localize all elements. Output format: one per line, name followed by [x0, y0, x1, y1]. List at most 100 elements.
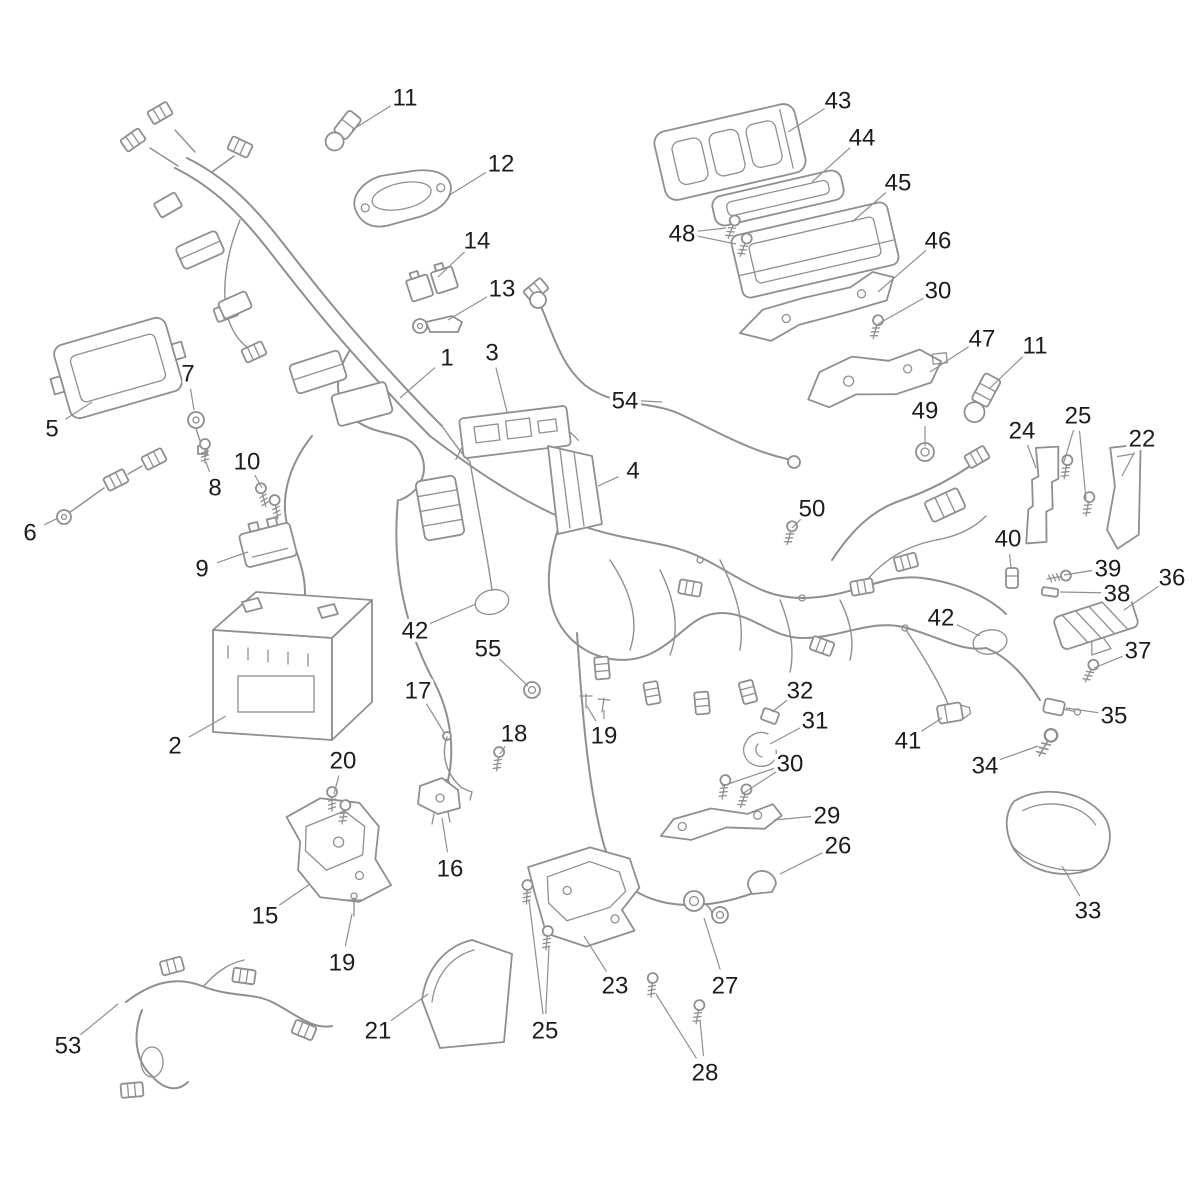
- callout-38: 38: [1059, 577, 1134, 611]
- main-wiring-harness-drawing: [119, 100, 1041, 907]
- part-number-label: 42: [928, 604, 955, 631]
- connector-icon: [849, 577, 875, 597]
- leader-line: [1121, 451, 1136, 477]
- callout-2: 2: [165, 715, 227, 763]
- fuse-box-drawing: [414, 474, 466, 542]
- part-number-label: 38: [1104, 580, 1131, 607]
- clip-drawing: [346, 892, 362, 917]
- leader-line: [429, 603, 477, 625]
- leader-line: [79, 1003, 119, 1036]
- callout-25: 25: [528, 899, 562, 1048]
- leader-line: [655, 993, 697, 1059]
- leader-line: [1065, 707, 1099, 714]
- callout-1: 1: [399, 341, 457, 399]
- screw-icon: [267, 493, 284, 521]
- screw-icon: [539, 924, 555, 952]
- callout-26: 26: [779, 829, 855, 875]
- callout-37: 37: [1093, 634, 1155, 669]
- part-number-label: 6: [23, 519, 36, 546]
- part-number-label: 34: [972, 752, 999, 779]
- callout-36: 36: [1123, 561, 1189, 611]
- leader-line: [999, 745, 1039, 761]
- part-number-label: 19: [329, 949, 356, 976]
- leader-line: [351, 104, 392, 131]
- part-number-label: 35: [1101, 702, 1128, 729]
- part-number-label: 7: [181, 360, 194, 387]
- callout-7: 7: [178, 357, 198, 411]
- leader-line: [495, 367, 508, 413]
- mount-bracket-drawing: [455, 405, 580, 461]
- part-number-label: 12: [488, 150, 515, 177]
- callout-43: 43: [787, 84, 855, 133]
- callout-31: 31: [769, 704, 832, 745]
- leader-line: [703, 917, 721, 970]
- sensor-drawing: [963, 372, 1002, 424]
- connector-block-drawing: [924, 487, 966, 523]
- part-number-label: 43: [825, 87, 852, 114]
- part-number-label: 16: [437, 855, 464, 882]
- part-number-label: 17: [405, 677, 432, 704]
- coil-drawing: [217, 290, 253, 320]
- part-number-label: 48: [669, 220, 696, 247]
- part-number-label: 27: [712, 972, 739, 999]
- callout-41: 41: [891, 717, 943, 758]
- leader-line: [741, 771, 777, 795]
- leader-line: [254, 474, 263, 489]
- leader-line: [189, 388, 195, 411]
- callout-29: 29: [773, 799, 844, 833]
- screw-icon: [1058, 453, 1075, 481]
- part-number-label: 53: [55, 1032, 82, 1059]
- part-number-label: 49: [912, 397, 939, 424]
- relay-box-drawing: [288, 349, 348, 395]
- callout-28: 28: [655, 993, 722, 1090]
- leader-line: [877, 250, 927, 293]
- part-number-label: 9: [195, 555, 208, 582]
- part-number-label: 29: [814, 802, 841, 829]
- part-number-label: 37: [1125, 637, 1152, 664]
- side-bracket-drawing: [1025, 445, 1060, 545]
- part-number-label: 5: [45, 415, 58, 442]
- part-number-label: 20: [330, 747, 357, 774]
- ecu-top-drawing: [653, 103, 807, 201]
- leader-line: [390, 993, 429, 1022]
- leader-line: [499, 658, 529, 687]
- part-number-label: 13: [489, 275, 516, 302]
- ecu-module-drawing: [49, 316, 187, 420]
- connector-icon: [240, 340, 268, 364]
- connector-icon: [290, 1018, 318, 1042]
- callout-46: 46: [877, 224, 955, 293]
- leader-line: [586, 705, 597, 722]
- part-number-label: 11: [393, 84, 418, 111]
- screw-icon: [1079, 657, 1101, 685]
- sensor-drawing: [187, 411, 208, 455]
- leader-line: [65, 401, 93, 420]
- leader-line: [929, 346, 969, 373]
- callout-53: 53: [51, 1003, 119, 1063]
- leader-line: [1078, 430, 1087, 500]
- part-number-label: 31: [802, 707, 829, 734]
- part-number-label: 28: [692, 1059, 719, 1086]
- leader-line: [216, 551, 249, 564]
- leader-line: [333, 775, 340, 795]
- heat-shield-plate-drawing: [421, 939, 513, 1049]
- part-number-label: 47: [969, 325, 996, 352]
- part-number-label: 22: [1129, 425, 1156, 452]
- leader-line: [721, 767, 776, 787]
- leader-line: [188, 715, 227, 738]
- leader-line: [447, 170, 488, 197]
- battery-cable-drawing: [56, 446, 168, 525]
- connector-icon: [593, 655, 611, 681]
- connector-icon: [146, 100, 174, 126]
- part-number-label: 50: [799, 495, 826, 522]
- part-number-label: 21: [365, 1017, 392, 1044]
- leader-line: [877, 297, 925, 325]
- leader-line: [697, 227, 727, 232]
- part-number-label: 24: [1009, 417, 1036, 444]
- leader-line: [437, 250, 466, 278]
- screw-icon: [1080, 490, 1097, 518]
- flat-bracket-drawing: [659, 803, 783, 841]
- part-number-label: 46: [925, 227, 952, 254]
- callout-11: 11: [351, 81, 421, 131]
- leader-line: [344, 913, 353, 947]
